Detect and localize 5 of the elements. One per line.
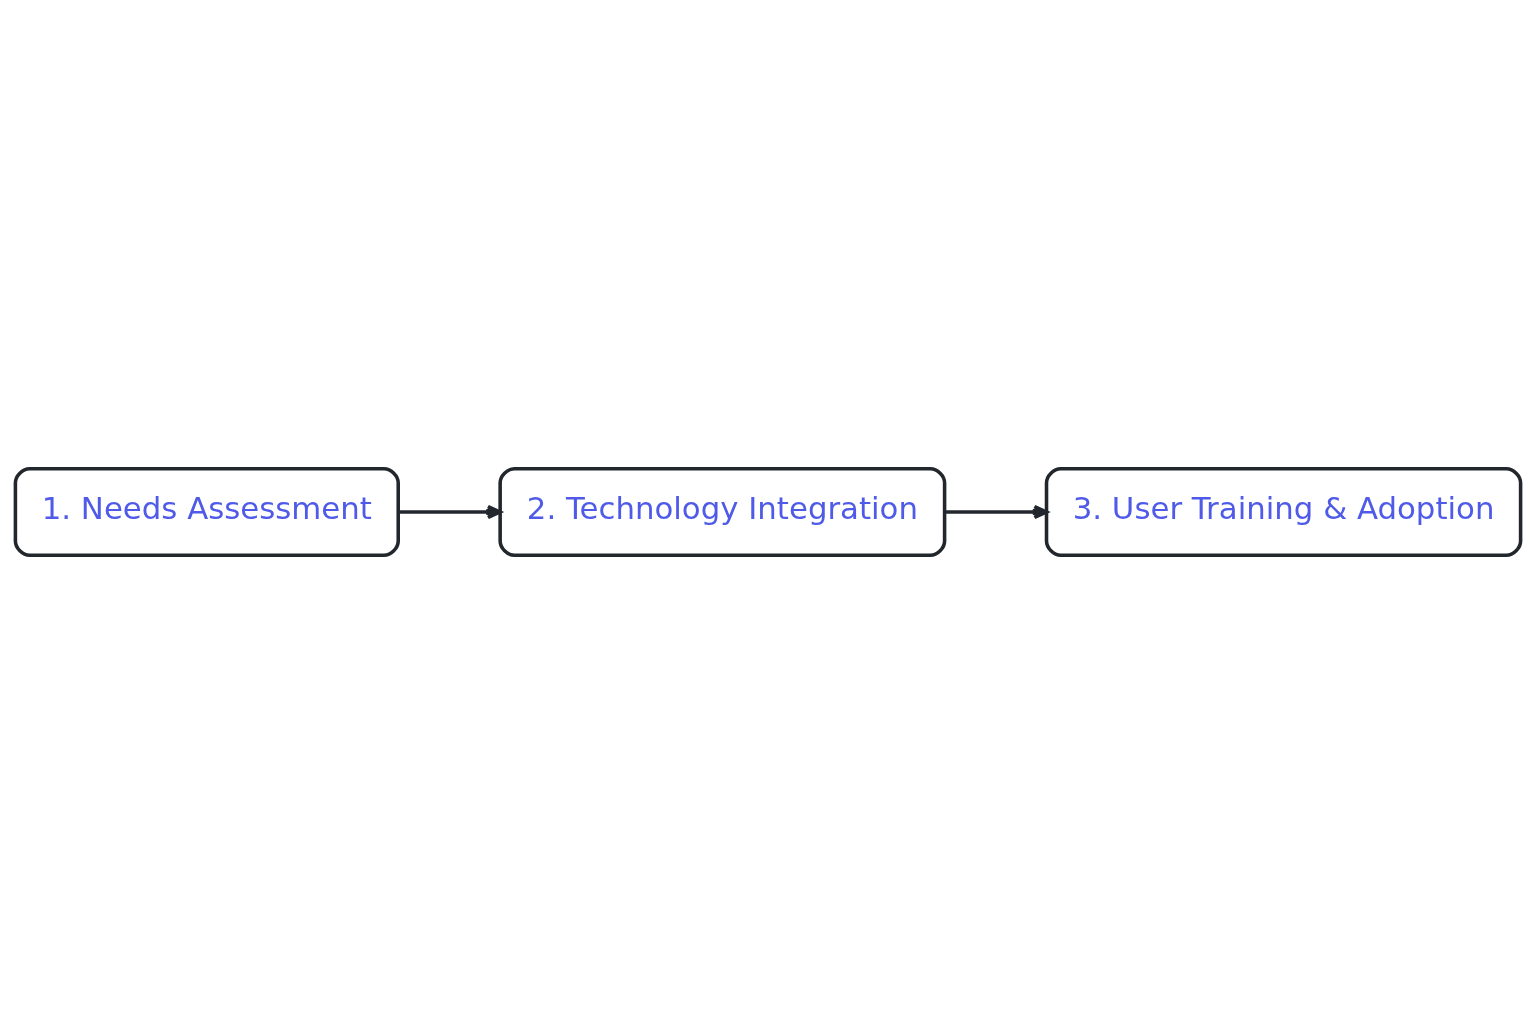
node-box: 1. Needs Assessment bbox=[13, 466, 400, 558]
arrow bbox=[398, 504, 502, 520]
node-box: 3. User Training & Adoption bbox=[1044, 466, 1523, 558]
arrow bbox=[944, 504, 1049, 520]
node-box: 2. Technology Integration bbox=[498, 466, 947, 558]
